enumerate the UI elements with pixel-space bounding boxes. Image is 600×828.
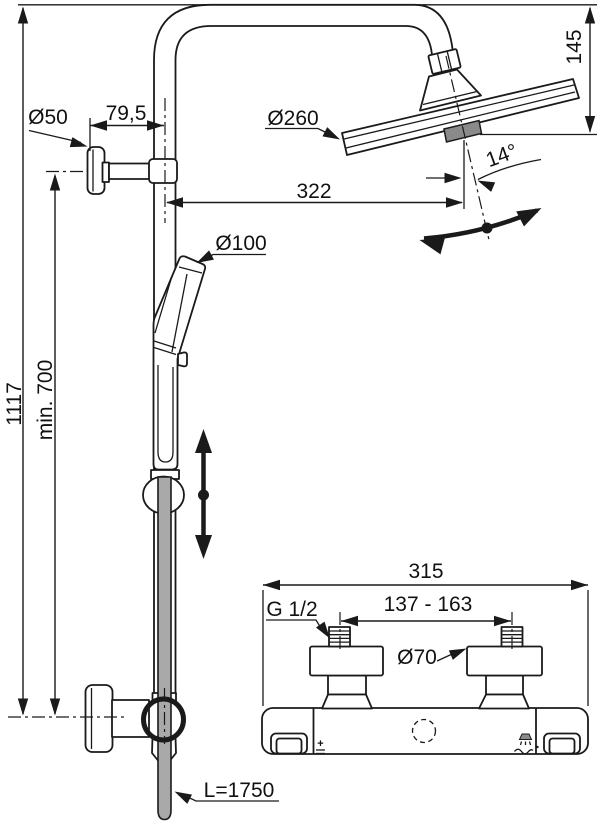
head-tilt-axis xyxy=(445,55,491,243)
right-union xyxy=(466,645,543,677)
label-head-reach: 322 xyxy=(296,180,331,203)
bracket-neck xyxy=(101,161,110,183)
head-nozzle xyxy=(443,119,483,143)
dimension-labels: 1117 min. 700 145 Ø50 79,5 Ø260 322 14° … xyxy=(3,29,586,802)
label-rain-head-diameter: Ø260 xyxy=(267,107,318,130)
label-head-drop: 145 xyxy=(563,29,586,64)
bottom-flange xyxy=(84,684,114,753)
hose-guide-ring xyxy=(141,696,186,743)
head-mount xyxy=(419,68,482,112)
hand-shower-body xyxy=(152,255,207,471)
dimension-annotations xyxy=(8,6,596,804)
mixer-valve xyxy=(261,626,589,755)
label-inlet-spacing: 137 - 163 xyxy=(384,593,473,616)
wall-bracket-top xyxy=(86,146,178,195)
label-wall-offset: 79,5 xyxy=(106,102,147,125)
shower-hose xyxy=(157,476,172,821)
label-temp-plus: + xyxy=(317,738,323,750)
label-min-height: min. 700 xyxy=(34,360,57,441)
bracket-arm xyxy=(108,162,151,180)
right-neck xyxy=(485,674,524,696)
left-union xyxy=(309,645,384,677)
left-neck xyxy=(327,674,367,696)
mixer-center-mark xyxy=(411,718,437,744)
mixer-body xyxy=(261,707,589,755)
angle-arc xyxy=(477,158,542,181)
head-connector-nut xyxy=(427,48,462,75)
label-hose-length: L=1750 xyxy=(204,779,275,802)
hand-shower-clip xyxy=(177,351,188,368)
shower-symbol-icon xyxy=(513,733,539,755)
label-flange-diameter: Ø50 xyxy=(28,106,68,129)
label-hand-shower-diameter: Ø100 xyxy=(215,232,266,255)
label-inlet-thread: G 1/2 xyxy=(266,598,317,621)
label-rosette-diameter: Ø70 xyxy=(397,646,437,669)
bracket-collar xyxy=(148,158,178,184)
shower-column-pipe xyxy=(153,3,454,703)
label-total-height: 1117 xyxy=(3,382,26,426)
label-mixer-width: 315 xyxy=(408,560,443,583)
